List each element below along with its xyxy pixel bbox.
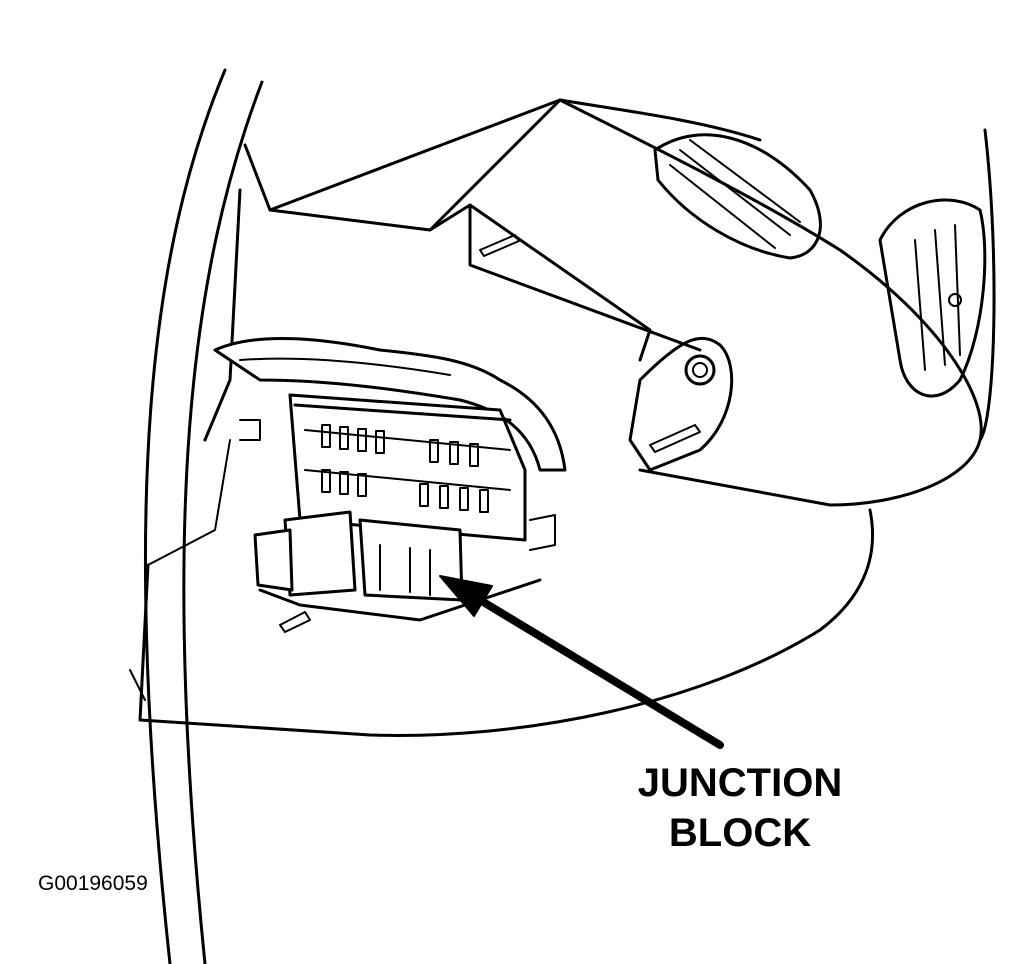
- junction-block-label: JUNCTION BLOCK: [600, 758, 880, 858]
- figure-id: G00196059: [38, 872, 148, 895]
- mounting-bracket: [628, 336, 734, 472]
- junction-block-label-line2: BLOCK: [668, 811, 812, 855]
- connectors-relay: [253, 510, 542, 633]
- door-edge-curves: [143, 68, 264, 964]
- air-vent-right: [878, 198, 987, 398]
- wiring-harness: [213, 336, 567, 472]
- junction-block-label-line1: JUNCTION: [637, 761, 843, 805]
- fuse-row-upper: [321, 424, 479, 467]
- upper-dash-panel: [203, 98, 996, 507]
- junction-block: [239, 393, 556, 551]
- fuse-row-lower: [321, 469, 489, 513]
- lower-dash-panel: [129, 439, 875, 737]
- callout-arrow: [439, 575, 724, 749]
- air-vent-center: [653, 133, 822, 260]
